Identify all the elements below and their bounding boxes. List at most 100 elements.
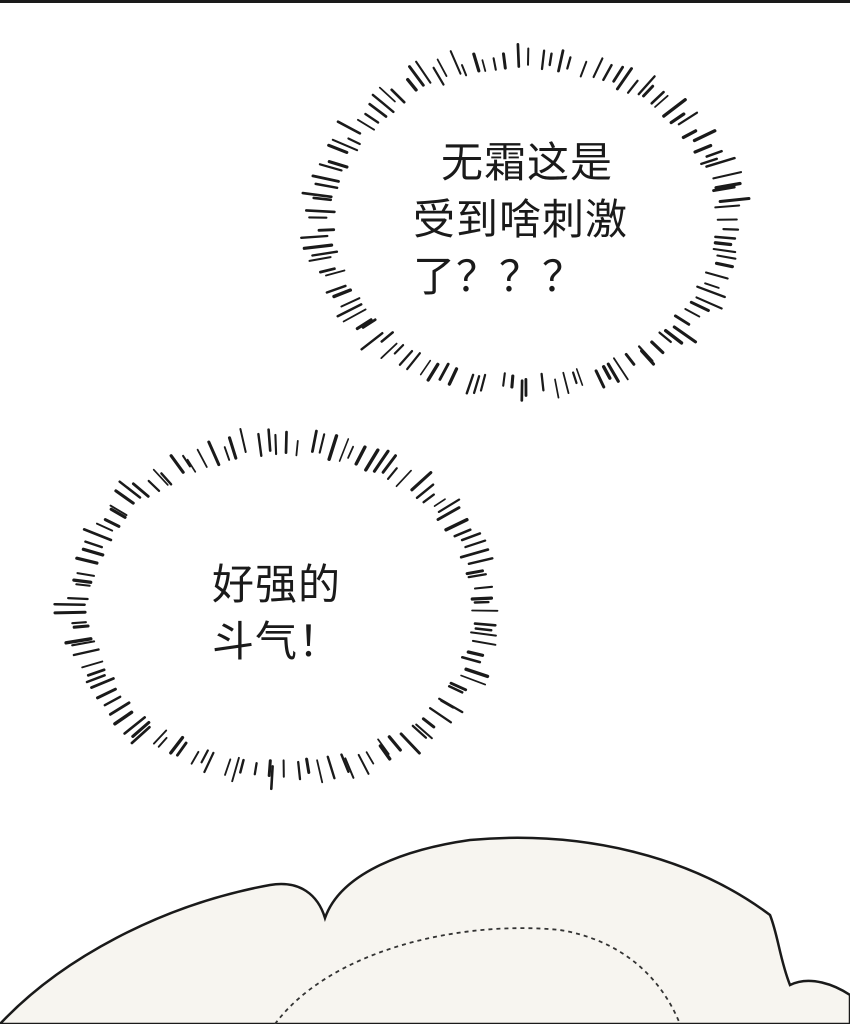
burst-stroke [502, 52, 507, 70]
burst-stroke [364, 112, 380, 124]
burst-stroke [295, 439, 299, 457]
burst-stroke [381, 454, 397, 474]
burst-stroke [316, 759, 324, 784]
burst-stroke [406, 77, 418, 92]
burst-stroke [86, 668, 106, 677]
bubble-bottom-line-1: 好强的 [212, 560, 342, 609]
burst-lines-bottom-bubble [53, 428, 499, 791]
burst-stroke [336, 120, 362, 135]
burst-stroke [398, 349, 414, 366]
burst-stroke [642, 84, 655, 98]
burst-stroke [175, 741, 188, 757]
burst-stroke [447, 367, 459, 386]
burst-stroke [354, 445, 367, 466]
burst-stroke [624, 352, 636, 366]
burst-stroke [722, 227, 740, 231]
burst-stroke [169, 454, 185, 474]
burst-stroke [314, 182, 339, 190]
burst-stroke [368, 102, 388, 118]
burst-stroke [510, 374, 515, 389]
burst-stroke [301, 191, 333, 199]
burst-stroke [411, 724, 428, 739]
burst-stroke [186, 458, 197, 473]
burst-stroke [130, 725, 151, 745]
burst-stroke [253, 762, 258, 776]
burst-stroke [380, 331, 394, 343]
burst-stroke [274, 433, 278, 456]
burst-stroke [473, 585, 494, 590]
cloud-dashed-outline [274, 927, 681, 1024]
burst-stroke [613, 357, 629, 381]
burst-stroke [662, 98, 687, 118]
burst-stroke [399, 732, 421, 755]
burst-stroke [317, 228, 336, 232]
burst-stroke [131, 720, 151, 738]
burst-stroke [336, 303, 363, 318]
burst-stroke [269, 765, 274, 791]
burst-stroke [393, 344, 405, 355]
burst-stroke [669, 112, 686, 125]
burst-stroke [372, 449, 390, 473]
burst-stroke [467, 557, 494, 565]
burst-stroke [114, 489, 135, 505]
burst-stroke [53, 610, 87, 615]
burst-stroke [108, 701, 131, 716]
burst-stroke [472, 52, 481, 73]
burst-stroke [472, 375, 481, 395]
burst-stroke [554, 378, 560, 399]
burst-stroke [356, 118, 376, 131]
burst-stroke [53, 602, 86, 606]
speech-bubble-top-text: 无霜这是 受到啥刺激 了？？？ [413, 134, 628, 305]
burst-stroke [182, 454, 192, 468]
burst-stroke [81, 547, 105, 557]
burst-stroke [575, 368, 584, 386]
burst-stroke [64, 637, 93, 645]
burst-stroke [479, 373, 487, 392]
burst-stroke [311, 250, 339, 257]
bubble-top-line-3: 了？？？ [413, 252, 586, 301]
burst-stroke [692, 129, 717, 143]
burst-stroke [426, 362, 440, 382]
burst-stroke [267, 759, 272, 777]
burst-stroke [332, 288, 352, 299]
burst-stroke [654, 94, 669, 108]
burst-stroke [378, 86, 396, 103]
burst-stroke [470, 596, 494, 601]
burst-stroke [460, 532, 482, 542]
burst-stroke [705, 149, 723, 158]
burst-stroke [109, 504, 128, 517]
burst-stroke [681, 129, 698, 140]
burst-stroke [395, 469, 412, 488]
burst-stroke [658, 331, 672, 343]
burst-stroke [364, 448, 380, 472]
burst-stroke [492, 57, 497, 71]
burst-stroke [109, 507, 127, 519]
burst-stroke [696, 285, 726, 299]
burst-stroke [449, 50, 462, 75]
burst-stroke [85, 674, 106, 684]
burst-stroke [705, 156, 736, 168]
burst-stroke [71, 621, 87, 625]
burst-stroke [447, 685, 464, 694]
burst-stroke [594, 369, 606, 389]
burst-stroke [640, 349, 656, 366]
burst-stroke [326, 755, 336, 780]
burst-stroke [312, 196, 333, 202]
burst-stroke [103, 518, 121, 528]
burst-stroke [408, 65, 425, 87]
burst-stroke [284, 430, 288, 454]
burst-stroke [123, 716, 146, 735]
burst-stroke [433, 498, 446, 507]
burst-stroke [318, 433, 326, 454]
burst-stroke [224, 758, 232, 776]
burst-stroke [718, 196, 751, 204]
burst-stroke [562, 371, 570, 395]
cloud-shape [0, 836, 850, 1024]
burst-stroke [540, 49, 546, 71]
burst-stroke [331, 138, 359, 152]
burst-stroke [714, 204, 741, 209]
burst-stroke [579, 60, 588, 78]
burst-stroke [406, 352, 421, 371]
